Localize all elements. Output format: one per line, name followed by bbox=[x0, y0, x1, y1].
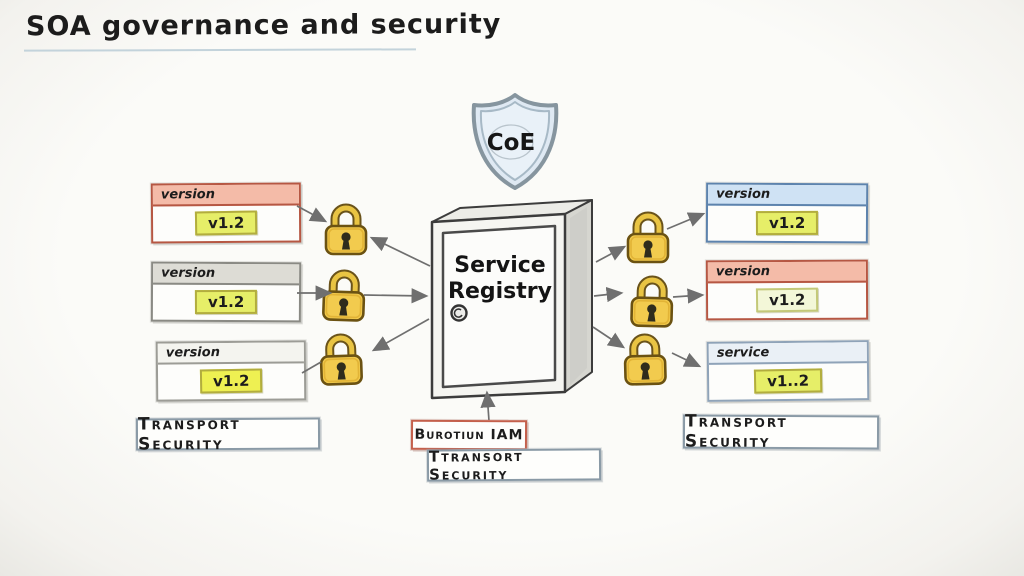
left-service-3-version-badge: v1.2 bbox=[199, 367, 263, 394]
left-service-box-1: version v1.2 bbox=[150, 182, 302, 244]
title-underline bbox=[23, 48, 417, 52]
center-transport-security-label: Ttransort Security bbox=[426, 447, 602, 484]
coe-shield-icon: CoE bbox=[471, 93, 559, 190]
padlock-icon-right-1 bbox=[625, 208, 671, 264]
padlock-icon-left-1 bbox=[323, 200, 369, 256]
left-service-box-2: version v1.2 bbox=[150, 261, 302, 323]
right-service-2-version-badge: v1.2 bbox=[755, 287, 819, 312]
left-service-1-header: version bbox=[152, 184, 299, 207]
left-service-3-header: version bbox=[157, 342, 304, 365]
padlock-icon-left-3 bbox=[317, 329, 365, 387]
right-service-1-header: version bbox=[708, 184, 867, 207]
right-service-box-2: version v1.2 bbox=[705, 259, 869, 321]
right-service-2-header: version bbox=[707, 261, 866, 284]
left-service-2-version-badge: v1.2 bbox=[194, 289, 258, 314]
left-service-box-3: version v1.2 bbox=[155, 340, 307, 402]
right-service-box-1: version v1.2 bbox=[705, 182, 869, 244]
left-service-2-header: version bbox=[153, 263, 300, 286]
right-service-3-version-badge: v1..2 bbox=[753, 367, 823, 394]
right-service-box-3: service v1..2 bbox=[706, 340, 870, 402]
padlock-icon-right-2 bbox=[628, 271, 675, 328]
right-transport-security-label: Transport Security bbox=[682, 411, 880, 452]
right-service-1-version-badge: v1.2 bbox=[755, 210, 819, 235]
left-service-1-version-badge: v1.2 bbox=[194, 210, 258, 235]
padlock-icon-left-2 bbox=[320, 265, 368, 323]
left-transport-security-label: Transport Security bbox=[135, 414, 321, 454]
iam-label: Burotiun IAM bbox=[410, 419, 528, 451]
registry-label-line1: Service bbox=[454, 253, 545, 278]
padlock-icon-right-3 bbox=[621, 329, 668, 386]
page-title: SOA governance and security bbox=[25, 8, 502, 43]
coe-label: CoE bbox=[487, 130, 535, 156]
door-knob-icon bbox=[450, 304, 468, 322]
registry-label-line2: Registry bbox=[448, 279, 552, 304]
service-registry-cabinet: Service Registry bbox=[430, 199, 593, 400]
right-service-3-header: service bbox=[708, 342, 867, 365]
